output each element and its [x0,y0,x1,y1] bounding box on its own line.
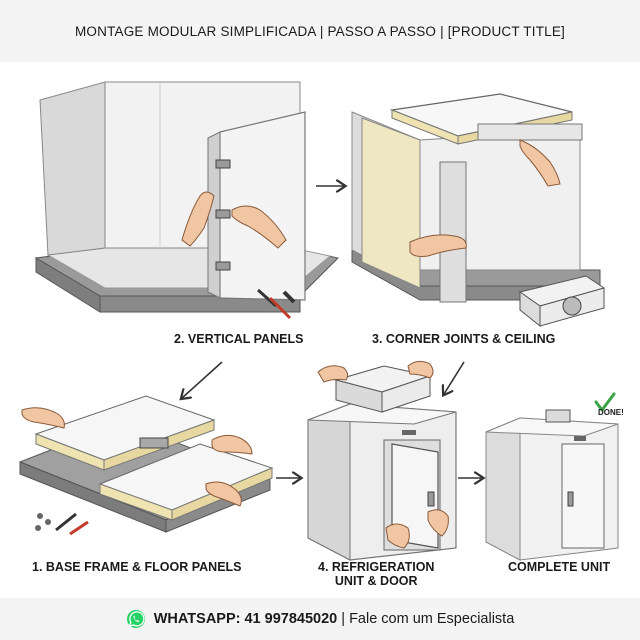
assembly-diagram: 2. VERTICAL PANELS 3. CORNER JOINTS & CE… [0,62,640,598]
step1-base-frame-illustration [18,395,274,536]
step3-corner-joints-illustration [351,93,606,328]
page-title: MONTAGE MODULAR SIMPLIFICADA | PASSO A P… [74,23,565,39]
done-badge: DONE! [598,408,624,417]
done-check-icon [594,392,616,412]
arrow-step3-to-step4 [444,361,465,394]
footer-contact[interactable]: WHATSAPP: 41 997845020 | Fale com um Esp… [154,611,515,627]
label-step4-line1: 4. REFRIGERATION [318,560,435,574]
footer-separator: | [337,611,350,627]
label-step2-vertical-panels: 2. VERTICAL PANELS [174,332,304,346]
complete-unit-illustration [485,409,619,561]
label-step4-line2: UNIT & DOOR [334,574,418,588]
label-step4-refrigeration: 4. REFRIGERATION UNIT & DOOR [318,560,434,588]
label-step1-base-frame: 1. BASE FRAME & FLOOR PANELS [32,560,242,574]
label-complete-unit: COMPLETE UNIT [508,560,611,574]
step2-vertical-panels-illustration [34,81,340,320]
whatsapp-icon[interactable] [126,609,146,629]
header-bar: MONTAGE MODULAR SIMPLIFICADA | PASSO A P… [0,0,640,62]
whatsapp-label[interactable]: WHATSAPP: 41 997845020 [153,611,338,627]
specialist-text[interactable]: Fale com um Especialista [349,611,515,627]
footer-bar: WHATSAPP: 41 997845020 | Fale com um Esp… [0,598,640,640]
arrow-step3-to-step1 [182,361,223,398]
assembly-illustration [18,81,619,561]
label-step3-corner-joints: 3. CORNER JOINTS & CEILING [372,332,556,346]
step4-refrigeration-illustration [307,360,457,561]
